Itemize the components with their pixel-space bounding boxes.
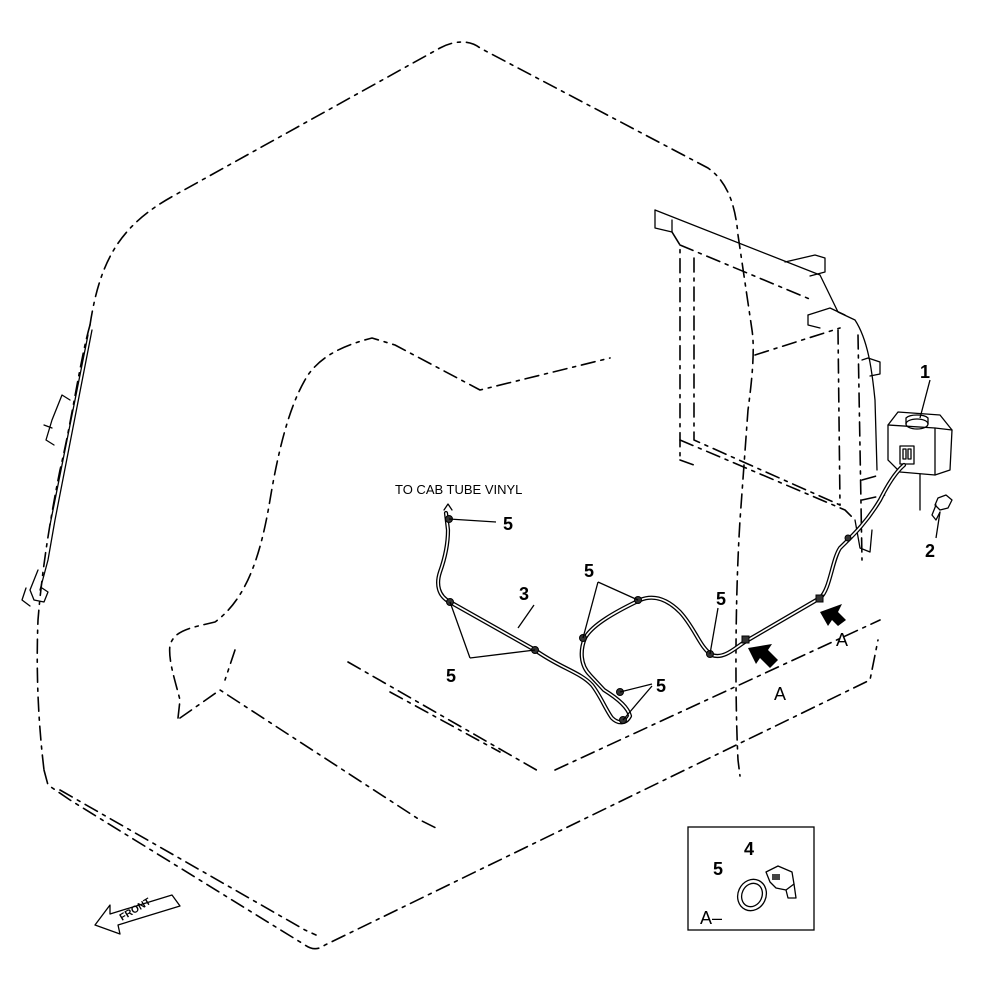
tube-clips	[445, 515, 852, 724]
view-arrows	[748, 604, 846, 668]
clamp-marker	[741, 635, 750, 644]
front-indicator	[94, 894, 181, 935]
callout-clamp: 4	[744, 839, 754, 859]
clamp-marker	[815, 594, 824, 603]
detail-view-a	[687, 826, 815, 931]
view-label-a: A	[774, 684, 786, 704]
clip-marker	[844, 534, 852, 542]
drain-plug	[931, 494, 953, 521]
callout-clip: 5	[446, 666, 456, 686]
view-label-a: A	[836, 630, 848, 650]
rear-frame	[654, 209, 886, 561]
callout-tube: 3	[519, 584, 529, 604]
washer-tank	[887, 411, 953, 511]
front-arrow-icon	[94, 894, 181, 935]
detail-view-label: A–	[700, 908, 722, 928]
callout-tank: 1	[920, 362, 930, 382]
wiper-assembly	[21, 329, 93, 607]
view-arrow-icon	[748, 644, 778, 668]
callout-plug: 2	[925, 541, 935, 561]
callout-clip: 5	[713, 859, 723, 879]
callout-clip: 5	[503, 514, 513, 534]
washer-tube	[436, 462, 907, 725]
callout-clip: 5	[716, 589, 726, 609]
note-to-cab-tube-vinyl: TO CAB TUBE VINYL	[395, 482, 522, 497]
cab-outline	[36, 41, 881, 950]
callout-clip: 5	[584, 561, 594, 581]
callout-clip: 5	[656, 676, 666, 696]
view-arrow-icon	[820, 604, 846, 626]
